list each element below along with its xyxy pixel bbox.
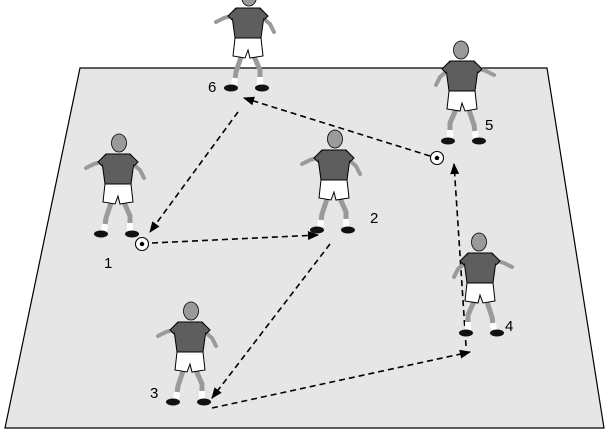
player-1 [84,133,146,238]
player-6 [214,0,276,92]
player-6-number: 6 [208,79,216,96]
players-layer [84,0,514,406]
ball-1 [134,236,150,252]
player-number-labels: 1 2 3 4 5 6 [104,79,513,402]
ball-5 [429,150,445,166]
player-5-number: 5 [485,117,493,134]
pitch-area [4,67,605,429]
player-1-number: 1 [104,255,112,272]
player-4-number: 4 [505,318,513,335]
pass-arrow-6-to-1 [149,111,239,233]
player-4 [452,232,514,337]
pass-arrow-4-to-5 [450,162,467,347]
pass-arrow-5-to-6 [242,96,431,157]
player-3 [156,301,218,406]
pass-arrow-3-to-4 [211,349,472,409]
player-3-number: 3 [150,385,158,402]
player-2 [300,129,362,234]
player-5 [434,40,496,145]
pass-arrows [149,96,472,409]
pass-arrow-1-to-2 [151,231,320,244]
pass-arrow-2-to-3 [211,243,331,399]
balls-layer [134,150,445,252]
player-2-number: 2 [370,210,378,227]
